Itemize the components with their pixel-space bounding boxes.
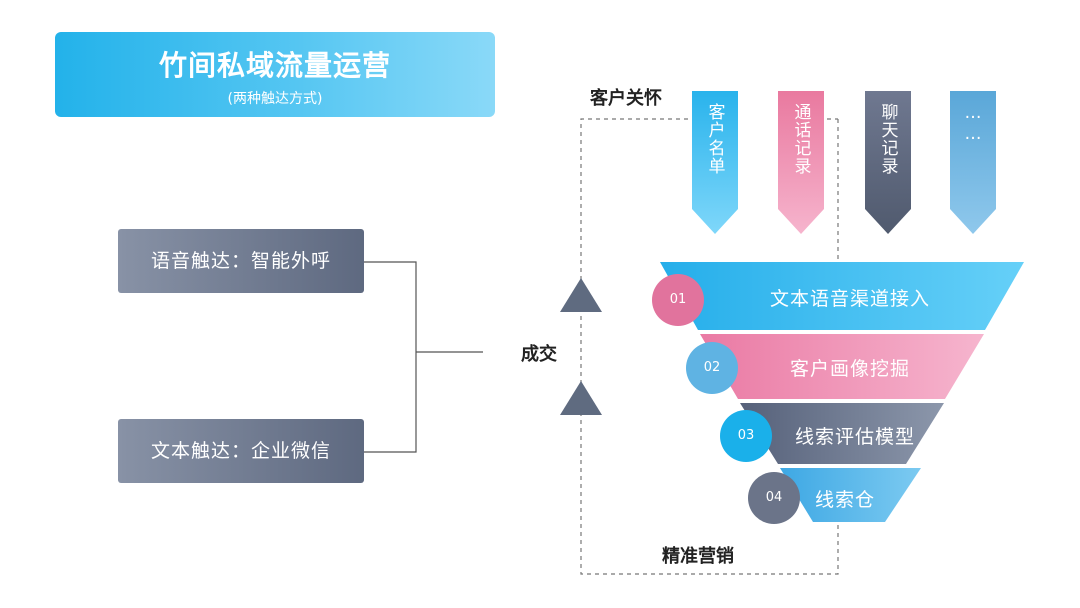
step-number-circle: 03: [720, 410, 772, 462]
banner-label: 聊天记录: [877, 103, 898, 175]
banner-label: 客户名单: [704, 103, 725, 175]
method-voice: 语音触达：智能外呼: [118, 229, 364, 293]
funnel-label-1: 文本语音渠道接入: [769, 288, 930, 310]
step-number-circle: 01: [652, 274, 704, 326]
step-number-circle: 02: [686, 342, 738, 394]
funnel-layer-3: [740, 403, 944, 464]
funnel-layer-4: [780, 468, 921, 522]
label-customer-care: 客户关怀: [590, 88, 662, 109]
funnel-label-4: 线索仓: [814, 489, 875, 511]
banner-chat-records: 聊天记录: [865, 91, 911, 234]
up-arrow-icon: [560, 381, 602, 415]
funnel-label-2: 客户画像挖掘: [789, 358, 910, 380]
banner-label: ……: [963, 103, 983, 145]
step-number-circle: 04: [748, 472, 800, 524]
banner-more: ……: [950, 91, 996, 234]
funnel-layer-2: [700, 334, 984, 399]
dashed-loop-left-bottom: [580, 118, 839, 575]
page-subtitle: (两种触达方式): [227, 91, 323, 107]
funnel-layer-1: [660, 262, 1024, 330]
label-precision-marketing: 精准营销: [662, 546, 734, 567]
banner-customer-list: 客户名单: [692, 91, 738, 234]
funnel-label-3: 线索评估模型: [794, 426, 915, 448]
label-deal: 成交: [521, 344, 557, 365]
banner-label: 通话记录: [790, 103, 811, 175]
bracket-line: [364, 261, 417, 453]
page-title: 竹间私域流量运营: [158, 49, 391, 82]
title-banner: 竹间私域流量运营 (两种触达方式): [55, 32, 495, 117]
up-arrow-icon: [560, 278, 602, 312]
method-text: 文本触达：企业微信: [118, 419, 364, 483]
banner-call-records: 通话记录: [778, 91, 824, 234]
